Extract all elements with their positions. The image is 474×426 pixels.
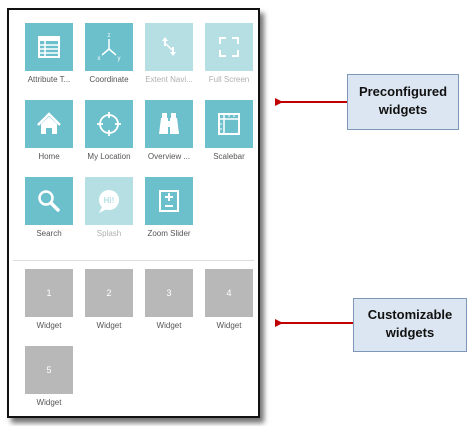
callout-line-2: widgets [378, 102, 428, 117]
widget-number: 3 [166, 288, 172, 298]
widget-number: 2 [106, 288, 112, 298]
table-icon [38, 36, 60, 58]
widget-label: Overview ... [147, 152, 191, 161]
widget-label: Widget [36, 398, 62, 407]
widget-attribute-table[interactable]: Attribute T... [11, 23, 87, 85]
svg-text:y: y [118, 56, 121, 62]
widget-scalebar[interactable]: Scalebar [191, 100, 267, 162]
callout-customizable-widgets: Customizable widgets [353, 298, 467, 352]
home-icon [37, 112, 61, 134]
custom-widget-4[interactable]: 4 Widget [191, 269, 267, 331]
widget-full-screen[interactable]: Full Screen [191, 23, 267, 85]
splash-text: Hi! [104, 196, 115, 205]
widget-home[interactable]: Home [11, 100, 87, 162]
widget-coordinate[interactable]: z x y Coordinate [71, 23, 147, 85]
callout-line-1: Customizable [367, 307, 453, 322]
widget-zoom-slider[interactable]: Zoom Slider [131, 177, 207, 239]
widget-label: Attribute T... [27, 75, 71, 84]
widget-label: Full Screen [208, 75, 250, 84]
widget-tile [25, 177, 73, 225]
widget-tile: 4 [205, 269, 253, 317]
widget-label: Coordinate [89, 75, 129, 84]
widget-label: Extent Navi... [145, 75, 193, 84]
widget-my-location[interactable]: My Location [71, 100, 147, 162]
extent-navigate-icon [162, 37, 176, 56]
svg-text:x: x [98, 56, 101, 62]
crosshair-icon [97, 112, 121, 136]
widget-extent-navigate[interactable]: Extent Navi... [131, 23, 207, 85]
widget-number: 1 [46, 288, 52, 298]
widget-tile [145, 100, 193, 148]
widget-label: Splash [96, 229, 122, 238]
widget-panel: Attribute T... z x y Coordinate Ex [7, 8, 260, 418]
custom-widget-5[interactable]: 5 Widget [11, 346, 87, 408]
callout-line-1: Preconfigured [358, 84, 448, 99]
custom-widget-3[interactable]: 3 Widget [131, 269, 207, 331]
widget-label: Widget [36, 321, 62, 330]
widget-label: Zoom Slider [147, 229, 191, 238]
widget-search[interactable]: Search [11, 177, 87, 239]
widget-label: Scalebar [213, 152, 245, 161]
widget-label: Search [36, 229, 62, 238]
callout-preconfigured-widgets: Preconfigured widgets [347, 74, 459, 130]
widget-tile: Hi! [85, 177, 133, 225]
widget-tile: 3 [145, 269, 193, 317]
scalebar-icon [218, 113, 240, 135]
custom-widget-2[interactable]: 2 Widget [71, 269, 147, 331]
widget-label: Widget [96, 321, 122, 330]
zoom-slider-icon [159, 190, 179, 212]
widget-label: Widget [216, 321, 242, 330]
widget-splash[interactable]: Hi! Splash [71, 177, 147, 239]
widget-label: Widget [156, 321, 182, 330]
widget-label: My Location [87, 152, 131, 161]
magnifier-icon [38, 190, 60, 212]
widget-number: 5 [46, 365, 52, 375]
widget-tile: 2 [85, 269, 133, 317]
widget-label: Home [38, 152, 60, 161]
section-divider [13, 260, 254, 261]
full-screen-icon [219, 37, 239, 57]
speech-bubble-icon: Hi! [99, 190, 119, 213]
widget-tile: z x y [85, 23, 133, 71]
widget-tile [25, 23, 73, 71]
widget-tile: 1 [25, 269, 73, 317]
widget-tile [85, 100, 133, 148]
callout-line-2: widgets [385, 325, 435, 340]
widget-tile [145, 177, 193, 225]
binoculars-icon [159, 113, 179, 134]
widget-tile: 5 [25, 346, 73, 394]
widget-tile [205, 23, 253, 71]
svg-text:z: z [108, 33, 111, 39]
widget-tile [205, 100, 253, 148]
widget-tile [25, 100, 73, 148]
custom-widget-1[interactable]: 1 Widget [11, 269, 87, 331]
xyz-axis-icon: z x y [98, 33, 121, 62]
widget-tile [145, 23, 193, 71]
widget-overview-map[interactable]: Overview ... [131, 100, 207, 162]
widget-number: 4 [226, 288, 232, 298]
